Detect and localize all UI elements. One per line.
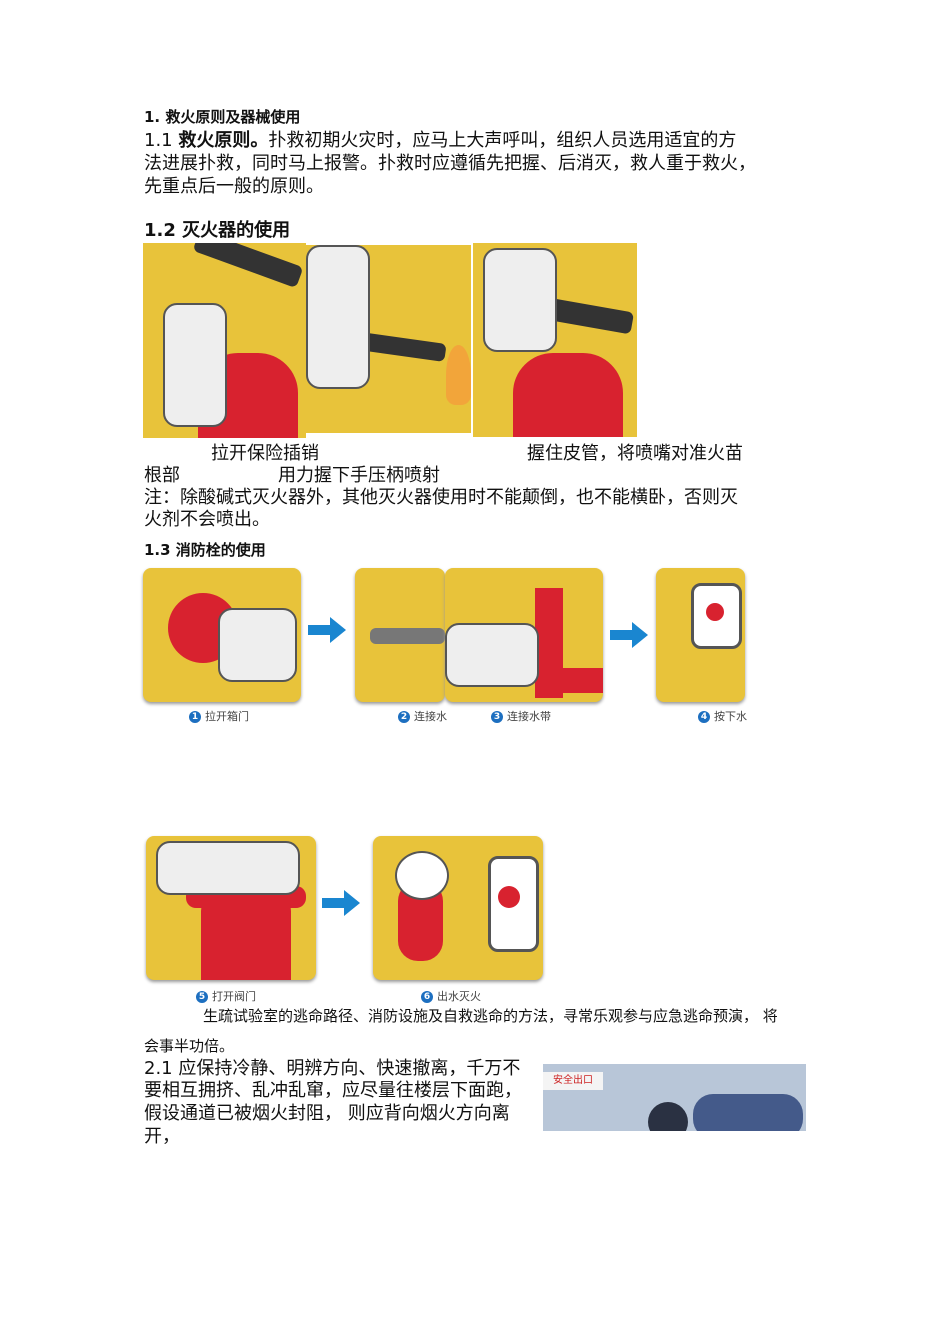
note-line: 注：除酸碱式灭火器外，其他灭火器使用时不能颠倒，也不能横卧，否则灭: [144, 487, 738, 508]
hydrant-step1-image: [143, 568, 301, 702]
step-label: 4 按下水: [698, 711, 747, 723]
p11-bold: 救火原则。: [178, 130, 269, 151]
step-number-badge: 2: [398, 711, 410, 723]
step-text: 按下水: [714, 710, 747, 723]
section-heading-1: 1. 救火原则及器械使用: [144, 108, 301, 126]
caption-squeeze: 用力握下手压柄喷射: [278, 465, 440, 486]
hydrant-step4-image: [656, 568, 745, 702]
section-heading-12: 1.2 灭火器的使用: [144, 220, 291, 241]
caption-aim-hose: 握住皮管，将喷嘴对准火苗: [527, 443, 743, 464]
step-number-badge: 1: [189, 711, 201, 723]
step-text: 连接水: [414, 710, 447, 723]
hydrant-step2-image: [355, 568, 445, 702]
step-number-badge: 4: [698, 711, 710, 723]
paragraph-line: 1.1 救火原则。扑救初期火灾时，应马上大声呼叫，组织人员选用适宜的方: [144, 132, 736, 150]
section-heading-13: 1.3 消防栓的使用: [144, 541, 266, 559]
p11-text: 扑救初期火灾时，应马上大声呼叫，组织人员选用适宜的方: [268, 130, 737, 151]
paragraph-line: 开，: [144, 1126, 180, 1147]
step-text: 打开阀门: [212, 990, 256, 1003]
step-label: 2 连接水: [398, 711, 447, 723]
caption-pull-pin: 拉开保险插销: [211, 443, 319, 464]
step-label: 6 出水灭火: [421, 991, 481, 1003]
extinguisher-hold-hose-image: [306, 245, 471, 433]
paragraph-line: 法进展扑救，同时马上报警。扑救时应遵循先把握、后消灭，救人重于救火，: [144, 153, 756, 174]
step-label: 1 拉开箱门: [189, 711, 249, 723]
hydrant-step6-image: [373, 836, 543, 980]
paragraph-line: 先重点后一般的原则。: [144, 176, 324, 197]
exit-sign: 安全出口: [543, 1072, 603, 1090]
step-label: 5 打开阀门: [196, 991, 256, 1003]
hydrant-step5-image: [146, 836, 316, 980]
caption-aim-hose-cont: 根部: [144, 465, 180, 486]
paragraph-line: 要相互拥挤、乱冲乱窜，应尽量往楼层下面跑，: [144, 1080, 522, 1101]
note-line: 火剂不会喷出。: [144, 509, 270, 530]
paragraph-line: 假设通道已被烟火封阻， 则应背向烟火方向离: [144, 1103, 510, 1124]
extinguisher-squeeze-handle-image: [473, 243, 637, 437]
step-number-badge: 5: [196, 991, 208, 1003]
paragraph-line: 2.1 应保持冷静、明辨方向、快速撤离，千万不: [144, 1058, 521, 1079]
step-text: 拉开箱门: [205, 710, 249, 723]
p11-prefix: 1.1: [144, 130, 179, 151]
step-number-badge: 6: [421, 991, 433, 1003]
escape-smoke-image: 安全出口: [543, 1064, 806, 1131]
step-text: 出水灭火: [437, 990, 481, 1003]
extinguisher-pull-pin-image: [143, 243, 306, 438]
paragraph-line: 生疏试验室的逃命路径、消防设施及自救逃命的方法，寻常乐观参与应急逃命预演， 将: [203, 1007, 778, 1025]
step-number-badge: 3: [491, 711, 503, 723]
step-label: 3 连接水带: [491, 711, 551, 723]
paragraph-line: 会事半功倍。: [144, 1037, 235, 1055]
step-text: 连接水带: [507, 710, 551, 723]
hydrant-step3-image: [445, 568, 603, 702]
